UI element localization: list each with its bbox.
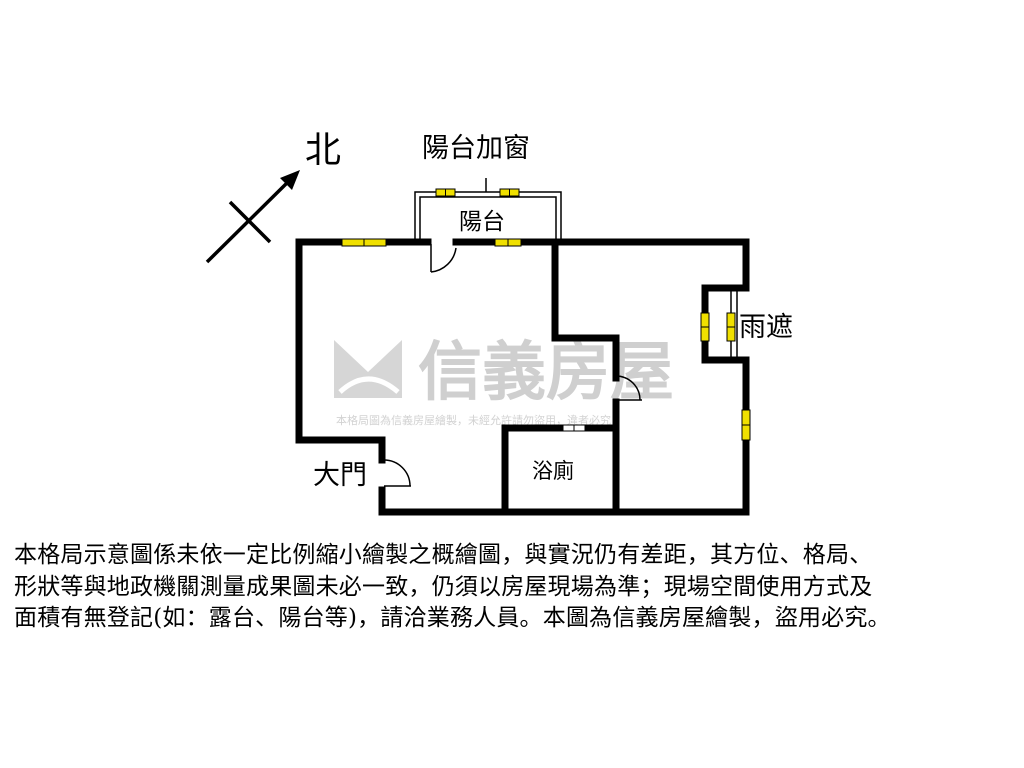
compass-arrowhead-icon bbox=[280, 170, 300, 190]
window-balcony-wall bbox=[494, 238, 522, 247]
north-compass: 北 bbox=[205, 130, 341, 264]
compass-north-label: 北 bbox=[305, 130, 341, 171]
watermark-notice: 本格局圖為信義房屋繪製，未經允許請勿盜用，違者必究 bbox=[336, 413, 611, 427]
compass-cross-line bbox=[228, 200, 272, 244]
window-balcony-left bbox=[435, 188, 456, 197]
window-east-wall bbox=[741, 409, 751, 441]
doors bbox=[383, 244, 642, 487]
watermark: 信義房屋 本格局圖為信義房屋繪製，未經允許請勿盜用，違者必究 bbox=[334, 336, 674, 427]
window-bathroom bbox=[562, 424, 586, 432]
door-bathroom bbox=[615, 375, 642, 401]
watermark-logo-icon bbox=[334, 340, 402, 398]
window-balcony-right bbox=[499, 188, 520, 197]
watermark-logo-text: 信義房屋 bbox=[418, 336, 674, 410]
balcony-outline bbox=[414, 178, 562, 242]
balcony-window-label: 陽台加窗 bbox=[422, 133, 530, 164]
window-awning-right bbox=[726, 312, 736, 342]
balcony-label: 陽台 bbox=[459, 209, 505, 235]
bathroom-label: 浴廁 bbox=[532, 459, 574, 483]
window-awning-left bbox=[700, 312, 710, 342]
disclaimer-line-1: 本格局示意圖係未依一定比例縮小繪製之概繪圖，與實況仍有差距，其方位、格局、 bbox=[14, 542, 873, 568]
disclaimer-line-2: 形狀等與地政機關測量成果圖未必一致，仍須以房屋現場為準；現場空間使用方式及 bbox=[14, 573, 873, 600]
windows bbox=[341, 188, 751, 441]
floor-plan: 信義房屋 本格局圖為信義房屋繪製，未經允許請勿盜用，違者必究 北 bbox=[205, 130, 793, 516]
window-north-wall bbox=[341, 238, 387, 247]
main-door-label: 大門 bbox=[313, 460, 367, 491]
door-main-entrance bbox=[383, 459, 411, 487]
disclaimer-text: 本格局示意圖係未依一定比例縮小繪製之概繪圖，與實況仍有差距，其方位、格局、 形狀… bbox=[14, 540, 1014, 635]
awning-label: 雨遮 bbox=[739, 312, 793, 343]
door-balcony bbox=[430, 244, 457, 273]
disclaimer-line-3: 面積有無登記(如：露台、陽台等)，請洽業務人員。本圖為信義房屋繪製，盜用必究。 bbox=[14, 605, 891, 631]
